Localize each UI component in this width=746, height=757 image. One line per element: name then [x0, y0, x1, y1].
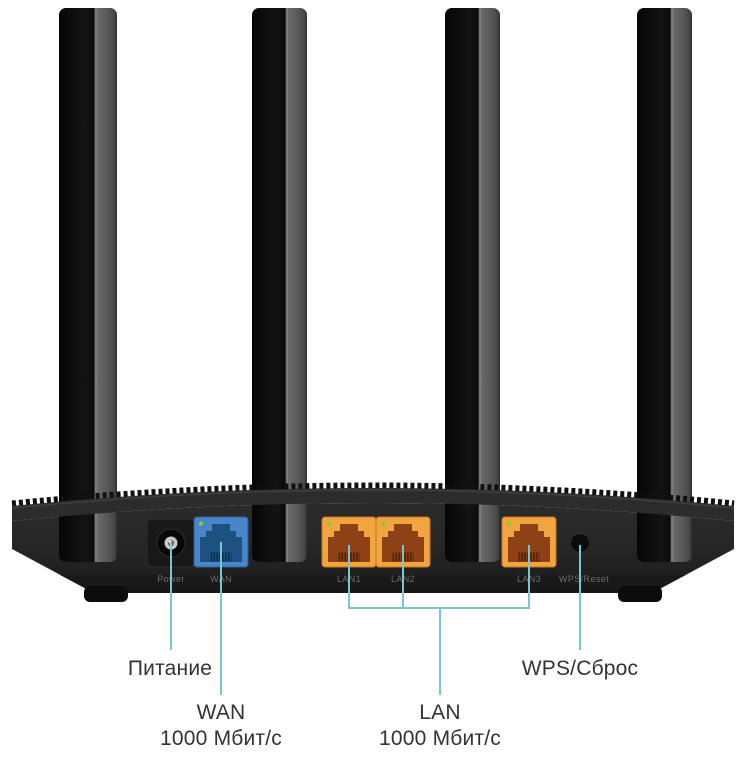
- serrated-top-edge: [11, 482, 735, 521]
- left-foot: [84, 586, 128, 602]
- lan-callout-lines: [348, 545, 530, 695]
- wan-callout-title: WAN: [196, 701, 246, 724]
- power-callout-label: Питание: [127, 657, 213, 680]
- lan2-led: [380, 521, 386, 526]
- wan-led: [198, 521, 204, 526]
- lan-callout-label: LAN 1000 Мбит/с: [379, 700, 501, 752]
- antenna-4: [637, 8, 692, 562]
- lan1-led: [326, 521, 332, 526]
- wps-callout-label: WPS/Сброс: [521, 657, 639, 680]
- rear-ports: [146, 516, 590, 568]
- lan-callout-title: LAN: [419, 701, 461, 724]
- callout-lines: [170, 542, 581, 695]
- antenna-2: [252, 8, 307, 562]
- right-foot: [618, 586, 662, 602]
- antennas: [59, 8, 692, 562]
- lan-callout-speed: 1000 Мбит/с: [379, 727, 501, 750]
- lan3-led: [506, 521, 512, 526]
- antenna-1: [59, 8, 117, 562]
- wps-reset-port-label: WPS/Reset: [559, 574, 609, 584]
- antenna-3: [445, 8, 500, 562]
- wan-callout-speed: 1000 Мбит/с: [160, 727, 282, 750]
- wan-callout-label: WAN 1000 Мбит/с: [160, 700, 282, 752]
